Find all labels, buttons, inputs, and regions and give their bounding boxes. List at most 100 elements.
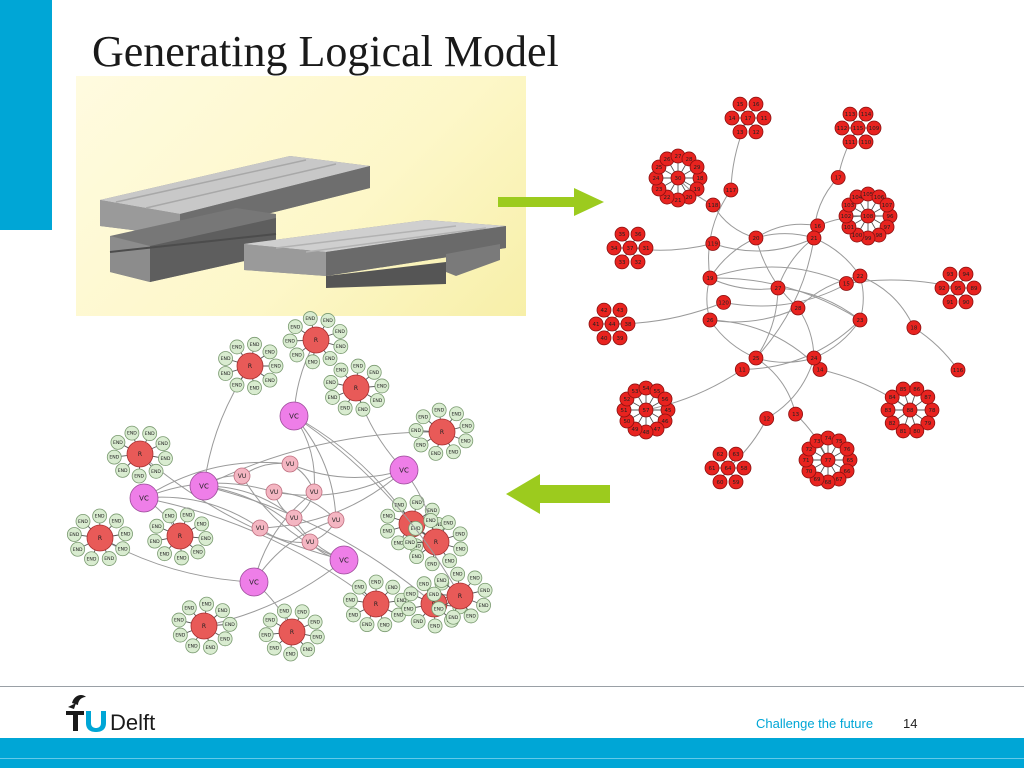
vc-node: VC — [329, 545, 359, 575]
end-node: END — [247, 380, 262, 396]
svg-text:VU: VU — [290, 515, 299, 522]
end-node: END — [282, 333, 298, 349]
vu-node: VU — [285, 509, 303, 527]
arrow-right-icon — [498, 188, 604, 216]
svg-text:76: 76 — [844, 447, 851, 453]
room-node: 110 — [858, 134, 874, 150]
svg-text:END: END — [453, 572, 463, 578]
svg-text:VU: VU — [270, 489, 279, 496]
room-node: 14 — [724, 110, 740, 126]
end-node: END — [283, 646, 299, 662]
svg-text:END: END — [456, 547, 466, 553]
svg-text:END: END — [111, 519, 121, 525]
svg-text:END: END — [118, 468, 128, 474]
svg-text:R: R — [440, 429, 444, 436]
svg-text:39: 39 — [617, 336, 624, 342]
room-node: 11 — [734, 362, 750, 377]
graph-edge — [143, 497, 377, 605]
svg-text:END: END — [371, 580, 381, 586]
svg-text:END: END — [250, 342, 260, 348]
svg-text:END: END — [434, 606, 444, 612]
room-node: R — [86, 524, 114, 552]
svg-text:END: END — [388, 585, 398, 591]
svg-text:R: R — [248, 363, 252, 370]
svg-text:END: END — [412, 554, 422, 560]
svg-text:END: END — [455, 531, 465, 537]
graph-edge — [797, 307, 815, 359]
arrow-left-icon — [506, 474, 610, 514]
room-node: 29 — [689, 159, 705, 175]
svg-text:15: 15 — [737, 102, 744, 108]
graph-edge — [859, 275, 915, 328]
graph-edge — [629, 243, 713, 251]
svg-text:44: 44 — [609, 322, 616, 328]
svg-text:67: 67 — [836, 477, 843, 483]
end-node: END — [380, 523, 395, 539]
svg-text:32: 32 — [635, 260, 642, 266]
end-node: END — [453, 541, 469, 557]
svg-text:60: 60 — [717, 480, 724, 486]
room-node: 28 — [790, 300, 806, 316]
end-node: END — [157, 546, 172, 562]
room-node: 17 — [830, 170, 846, 185]
svg-text:END: END — [437, 578, 447, 584]
end-node: END — [218, 366, 233, 381]
end-node: END — [172, 627, 188, 643]
room-node: 87 — [920, 389, 936, 405]
end-node: END — [276, 603, 292, 619]
end-node: END — [445, 609, 461, 625]
room-node: R — [236, 352, 264, 380]
room-node: 12 — [748, 124, 764, 140]
end-node: END — [229, 377, 245, 393]
svg-text:57: 57 — [643, 408, 650, 414]
svg-text:112: 112 — [837, 126, 848, 132]
room-node: 25 — [748, 350, 764, 366]
end-node: END — [426, 586, 442, 602]
svg-text:111: 111 — [845, 140, 856, 146]
svg-text:21: 21 — [675, 198, 682, 204]
end-node: END — [266, 640, 282, 656]
svg-text:END: END — [397, 598, 407, 604]
svg-text:END: END — [416, 443, 426, 449]
svg-text:117: 117 — [726, 188, 737, 194]
svg-text:93: 93 — [947, 272, 954, 278]
room-node: 15 — [732, 96, 748, 112]
svg-text:120: 120 — [718, 300, 729, 306]
svg-text:END: END — [261, 632, 271, 638]
svg-text:END: END — [430, 624, 440, 630]
svg-text:59: 59 — [733, 480, 740, 486]
svg-text:29: 29 — [694, 165, 701, 171]
svg-text:END: END — [383, 514, 393, 520]
room-node: 76 — [839, 441, 855, 457]
svg-text:END: END — [348, 613, 358, 619]
room-node: 43 — [612, 302, 628, 318]
room-node: 19 — [702, 270, 718, 286]
svg-text:18: 18 — [697, 176, 704, 182]
room-node: 12 — [759, 411, 775, 426]
room-node: R — [166, 522, 194, 550]
end-node: END — [346, 607, 361, 623]
svg-text:19: 19 — [694, 187, 701, 193]
end-node: END — [408, 423, 424, 438]
svg-text:VC: VC — [289, 412, 299, 420]
svg-text:END: END — [443, 520, 453, 526]
svg-text:END: END — [405, 540, 415, 546]
svg-text:VU: VU — [310, 489, 319, 496]
svg-text:18: 18 — [910, 326, 917, 332]
room-node: 32 — [630, 254, 646, 270]
svg-text:R: R — [98, 535, 102, 542]
end-node: END — [229, 339, 245, 355]
svg-text:20: 20 — [753, 236, 760, 242]
svg-text:VC: VC — [139, 494, 149, 502]
svg-text:22: 22 — [664, 195, 671, 201]
room-node: 56 — [657, 391, 673, 407]
svg-text:END: END — [201, 536, 211, 542]
svg-text:END: END — [78, 519, 88, 525]
svg-text:END: END — [221, 356, 231, 362]
svg-text:24: 24 — [811, 356, 818, 362]
end-node: END — [171, 612, 187, 628]
svg-text:49: 49 — [632, 427, 639, 433]
room-node: 83 — [880, 402, 896, 418]
logical-model-graph-diagram: ENDENDENDENDENDENDENDENDENDRENDENDENDEND… — [66, 311, 493, 662]
end-node: END — [268, 358, 284, 374]
